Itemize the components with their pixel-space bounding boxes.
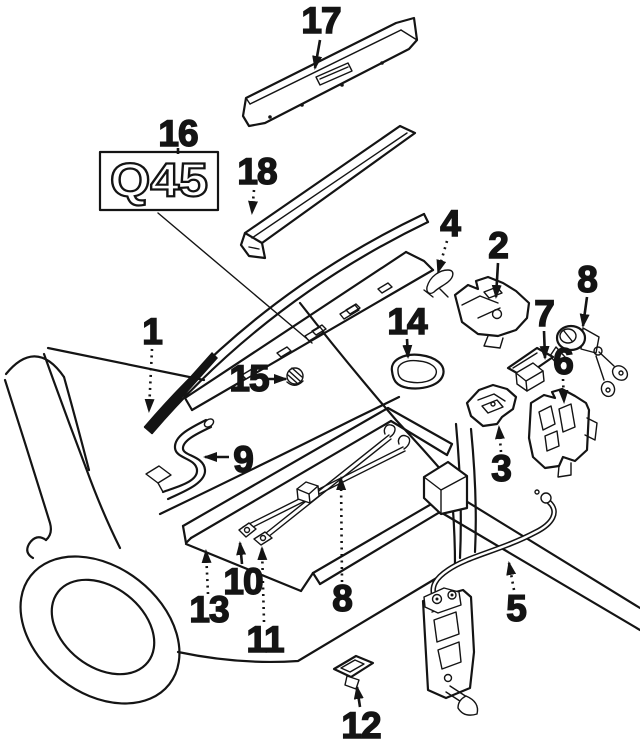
trunk-opening-channel [181,406,469,593]
callout-18: 18 [237,151,277,192]
callout-5: 5 [506,588,526,629]
part-latch-upper [453,275,531,349]
callout-arrow-4 [436,240,449,274]
callout-arrow-17 [312,39,323,70]
callout-arrow-8 [579,296,590,328]
callout-arrow-13 [201,549,212,595]
callout-14: 14 [387,301,428,342]
part-trunk-lid [143,212,435,435]
callout-15: 15 [229,358,269,399]
callout-arrow-10 [236,541,247,565]
car-body-outline [3,301,640,705]
callout-8: 8 [577,259,597,300]
callout-12: 12 [341,705,381,746]
callout-arrow-2 [491,262,502,299]
part-clip [332,654,375,690]
callout-arrow-8 [336,476,347,583]
callout-7: 7 [534,293,554,334]
callout-arrow-12 [353,685,364,708]
callout-6: 6 [553,341,573,382]
part-grommet [286,367,304,386]
part-molding-strip [239,124,417,260]
callout-4: 4 [440,203,461,244]
part-lock-cylinder [549,324,629,398]
part-cushion [390,353,445,390]
callout-arrow-3 [494,425,505,453]
callout-arrow-18 [248,189,259,215]
callout-16: 16 [158,113,198,154]
callout-arrow-7 [539,330,550,360]
callout-11: 11 [246,619,284,660]
callout-17: 17 [301,0,340,41]
part-emblem: Q45 [98,150,313,344]
callout-arrow-14 [402,338,413,359]
part-torsion-clip-right [253,531,273,546]
emblem-text: Q45 [110,153,208,206]
callout-3: 3 [491,448,511,489]
callout-arrow-1 [144,348,155,413]
part-latch-lower [465,383,518,428]
part-release-cable [430,489,557,599]
callout-2: 2 [488,225,508,266]
part-finisher-panel [241,16,419,128]
part-torsion-bars [242,424,411,542]
callout-8: 8 [332,578,352,619]
part-latch-actuator [421,587,479,716]
part-hinge [145,418,215,501]
callout-9: 9 [233,439,253,480]
callout-1: 1 [142,311,162,352]
part-striker [423,269,454,298]
part-lock-assembly [527,387,598,478]
callout-10: 10 [223,561,263,602]
part-torsion-clip-left [238,522,257,538]
callout-13: 13 [189,589,229,630]
callout-arrow-5 [506,561,517,591]
part-bracket [506,346,555,392]
